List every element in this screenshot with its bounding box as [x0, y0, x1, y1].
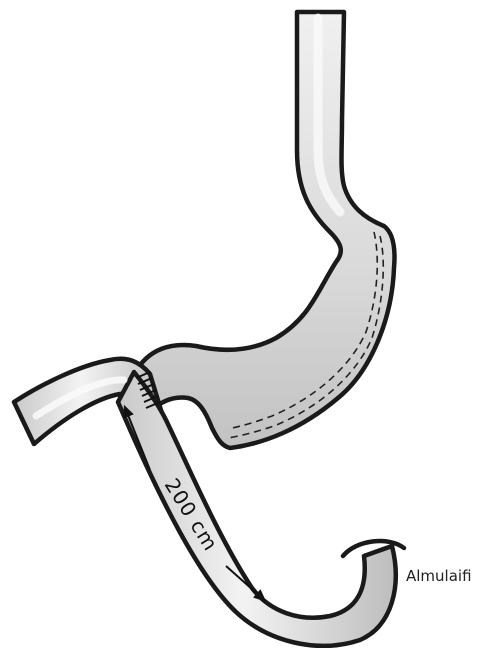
stomach-sleeve: [138, 12, 395, 448]
esophagus-stomach-outline: [138, 12, 395, 448]
artist-signature: Almulaifi: [406, 567, 472, 585]
